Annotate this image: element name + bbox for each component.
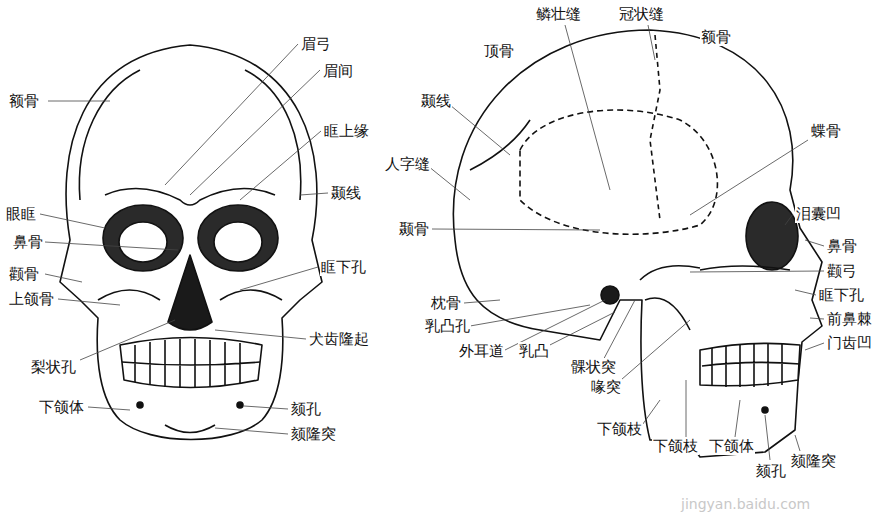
part-name: 梨状孔 [30, 358, 77, 376]
part-name: 眼眶 [5, 205, 37, 223]
part-name: 冠状缝 [618, 5, 665, 23]
part-name: 乳凸 [518, 342, 550, 360]
part-name: 眉间 [322, 62, 354, 80]
part-name: 眉弓 [300, 35, 332, 53]
part-name: 下颌体 [708, 437, 755, 455]
part-name: 乳凸孔 [424, 317, 471, 335]
part-name: 髁状突 [570, 358, 617, 376]
part-name: 下颌枝 [596, 420, 643, 438]
part-name: 人字缝 [384, 155, 431, 173]
part-name: 外耳道 [458, 342, 505, 360]
part-name: 下颌体 [38, 398, 85, 416]
part-name: 颏孔 [755, 462, 787, 480]
part-name: 颏隆突 [790, 452, 837, 470]
part-name: 眶下孔 [818, 286, 865, 304]
part-name: 颧骨 [8, 265, 40, 283]
part-name: 颧弓 [826, 262, 858, 280]
part-name: 枕骨 [430, 294, 462, 312]
part-name: 蝶骨 [810, 122, 842, 140]
part-name: 鼻骨 [12, 233, 44, 251]
watermark: jingyan.baidu.com [680, 495, 811, 513]
part-name: 颏隆突 [290, 425, 337, 443]
part-name: 上颌骨 [8, 290, 55, 308]
part-name: 鳞壮缝 [535, 5, 582, 23]
part-name: 下颌枝 [652, 437, 699, 455]
part-name: 前鼻棘 [826, 310, 873, 328]
part-name: 顶骨 [483, 42, 515, 60]
part-name: 门齿凹 [826, 334, 873, 352]
part-name: 鼻骨 [826, 237, 858, 255]
part-name: 眶下孔 [320, 258, 367, 276]
part-name: 泪囊凹 [795, 205, 842, 223]
part-name: 颞线 [420, 92, 452, 110]
part-name: 额骨 [8, 92, 40, 110]
part-name: 额骨 [700, 28, 732, 46]
part-name: 颞骨 [398, 220, 430, 238]
part-name: 颞线 [330, 184, 362, 202]
part-name: 犬齿隆起 [308, 330, 370, 348]
part-name: 眶上缘 [323, 122, 370, 140]
part-name: 喙突 [590, 378, 622, 396]
part-name: 颏孔 [290, 400, 322, 418]
